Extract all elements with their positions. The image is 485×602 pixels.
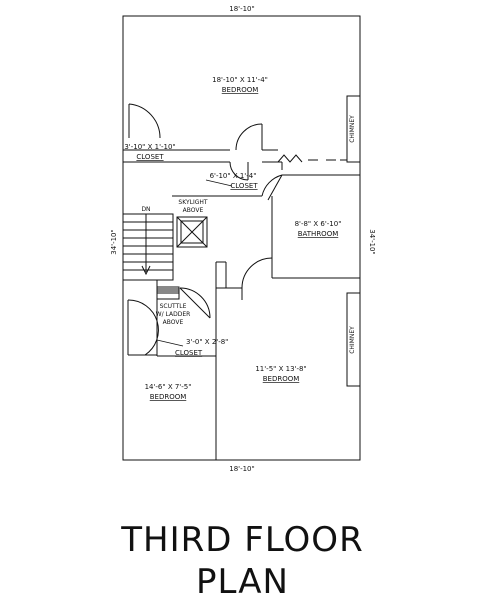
bedroom-right-name: BEDROOM — [263, 375, 300, 383]
closet-mid-size: 6'-10" X 1'-4" — [210, 172, 257, 180]
closet-mid-name: CLOSET — [230, 182, 258, 190]
closet-left-size: 3'-10" X 1'-10" — [124, 143, 175, 151]
closet-left-name: CLOSET — [136, 153, 164, 161]
chimney-top — [346, 95, 361, 163]
bathroom-size: 8'-8" X 6'-10" — [295, 220, 342, 228]
stair-dn-label: DN — [141, 206, 150, 213]
dim-top: 18'-10" — [229, 5, 254, 13]
bedroom-top-name: BEDROOM — [222, 86, 259, 94]
bedroom-left-size: 14'-6" X 7'-5" — [145, 383, 192, 391]
chimney-bottom — [346, 292, 361, 387]
skylight — [176, 216, 208, 248]
bathroom-door — [267, 174, 283, 201]
plan-title-line2: PLAN — [196, 562, 289, 602]
scuttle-label-3: ABOVE — [163, 319, 184, 326]
bedroom-top-size: 18'-10" X 11'-4" — [212, 76, 268, 84]
closet-small-name: CLOSET — [175, 349, 203, 357]
bedroom-right-size: 11'-5" X 13'-8" — [255, 365, 306, 373]
scuttle-label-1: SCUTTLE — [160, 303, 187, 310]
chimney-bottom-label: CHIMNEY — [349, 326, 356, 354]
closet-small-size: 3'-0" X 2'-8" — [186, 338, 228, 346]
dim-left: 34'-10" — [110, 229, 118, 254]
dim-bottom: 18'-10" — [229, 465, 254, 473]
dim-right: 34'-10" — [368, 229, 376, 254]
zigzag-wall-symbol — [277, 154, 303, 163]
plan-title-line1: THIRD FLOOR — [121, 520, 364, 560]
bedroom-left-name: BEDROOM — [150, 393, 187, 401]
scuttle-label-2: W/ LADDER — [156, 311, 191, 318]
chimney-top-label: CHIMNEY — [349, 115, 356, 143]
skylight-label-1: SKYLIGHT — [178, 199, 207, 206]
skylight-label-2: ABOVE — [183, 207, 204, 214]
bathroom-name: BATHROOM — [298, 230, 339, 238]
